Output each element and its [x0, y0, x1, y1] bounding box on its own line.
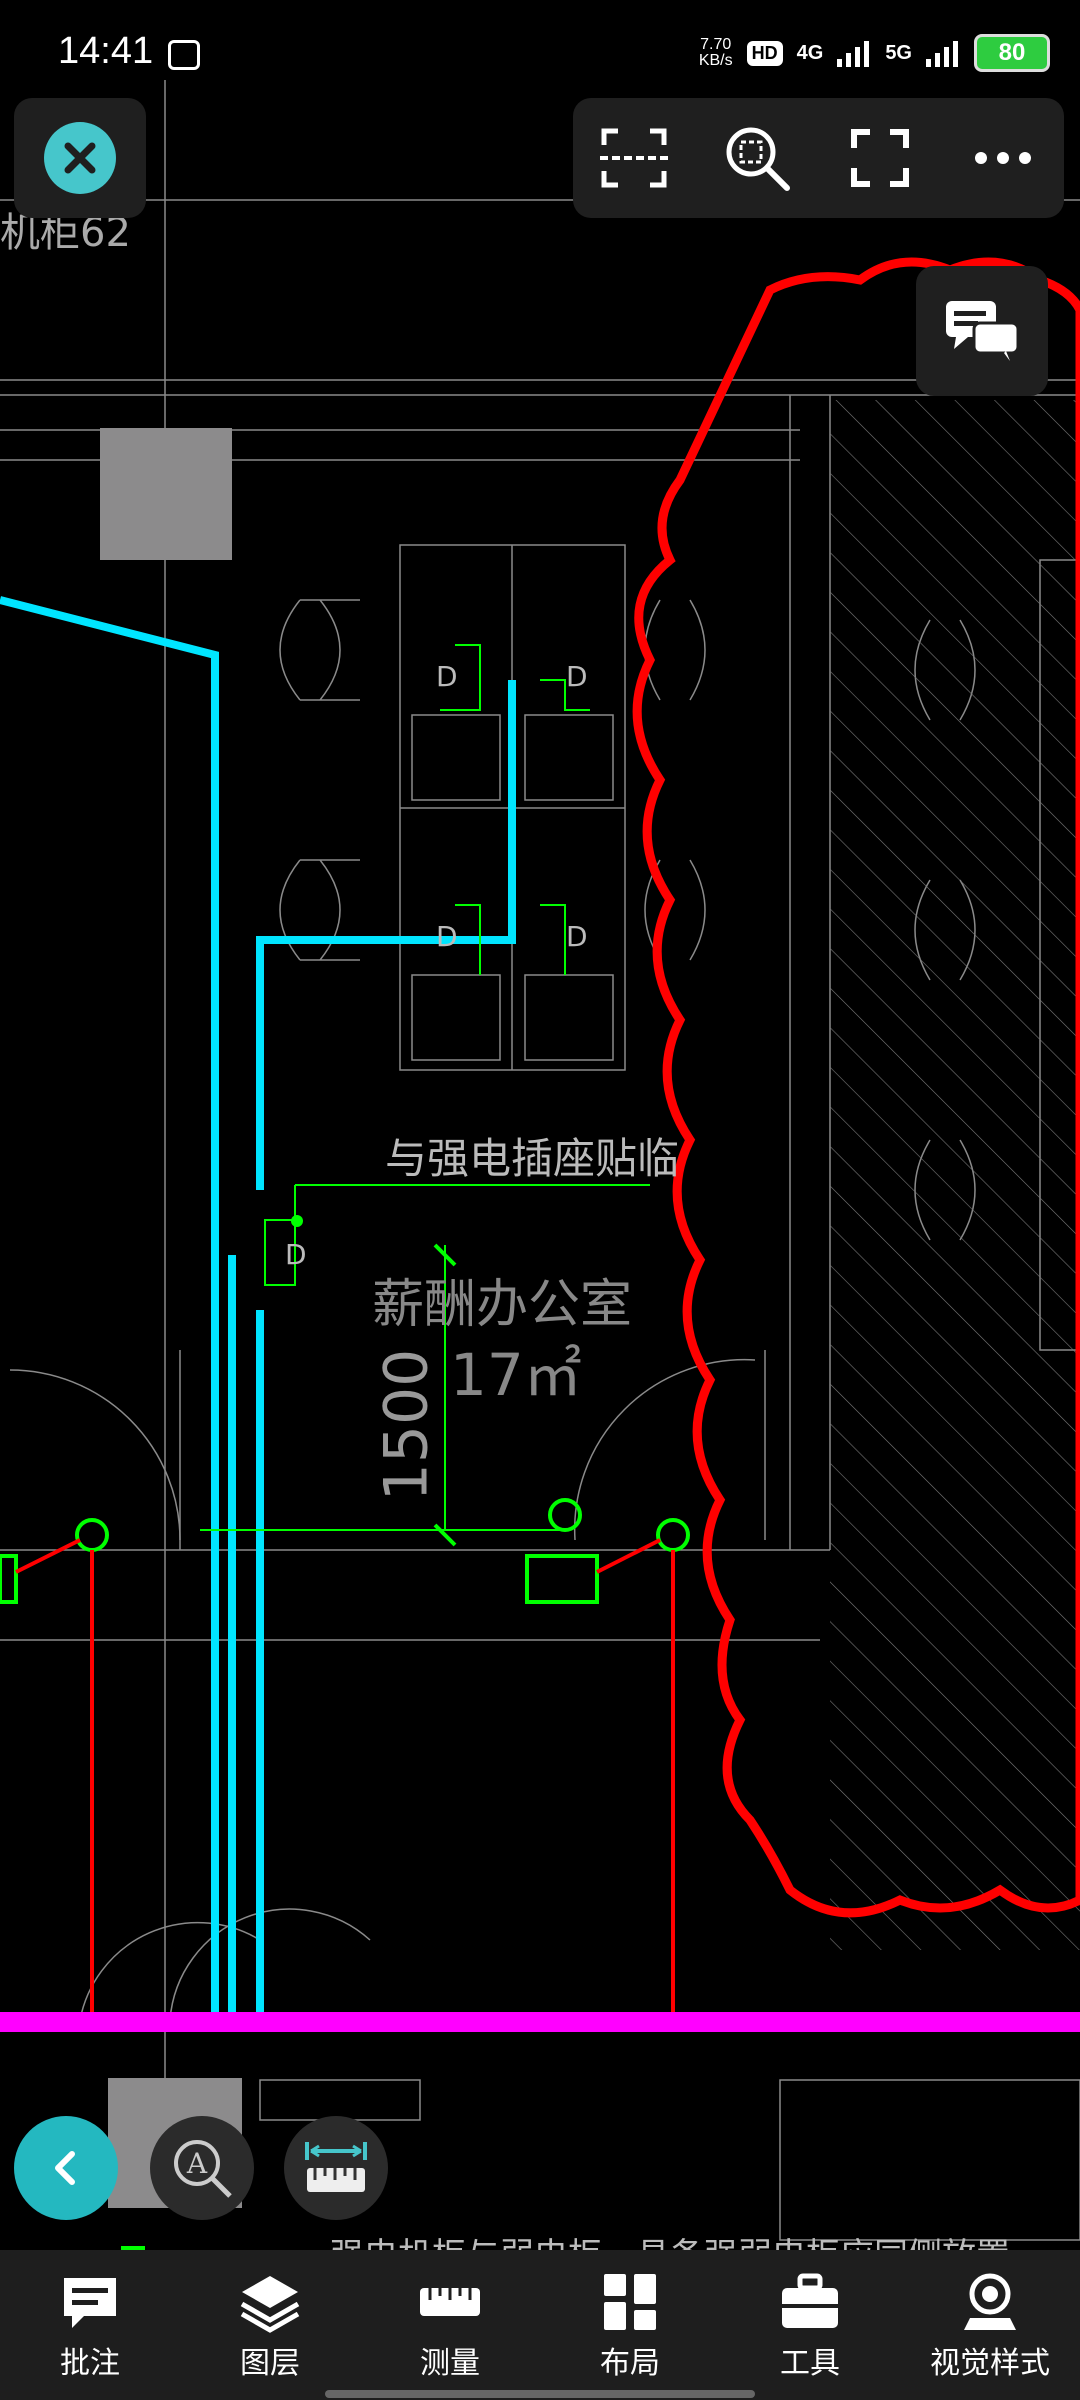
socket-mark-4: D: [566, 920, 588, 953]
signal-icon-2: [926, 41, 958, 67]
close-icon: [44, 122, 116, 194]
nav-layers-label: 图层: [240, 2346, 300, 2381]
drawing-room-name: 薪酬办公室: [372, 1275, 633, 1335]
sim2-signal: 5G: [885, 41, 912, 64]
nav-measure[interactable]: 测量: [360, 2250, 540, 2400]
net-speed-value: 7.70: [700, 36, 732, 53]
drawing-dimension: 1500: [371, 1348, 442, 1502]
drawing-note-socket: 与强电插座贴临: [385, 1134, 680, 1183]
ruler-icon: [420, 2288, 480, 2316]
bottom-nav: 批注 图层 测量 布局 工具 视觉样式: [0, 2250, 1080, 2400]
measure-distance-icon: [305, 2142, 367, 2192]
drawing-room-area: 17㎡: [450, 1341, 582, 1409]
fullscreen-icon: [850, 129, 909, 187]
nav-annotate-label: 批注: [60, 2346, 120, 2381]
sim1-signal: 4G: [796, 41, 824, 64]
comments-button[interactable]: [916, 266, 1048, 396]
status-bar: 14:41 7.70 KB/s HD 4G 5G 80: [0, 0, 1080, 100]
more-button[interactable]: [963, 118, 1043, 198]
text-search-icon: A: [174, 2140, 232, 2198]
svg-text:A: A: [186, 2147, 208, 2180]
nav-measure-label: 测量: [420, 2346, 480, 2381]
nav-tools-label: 工具: [780, 2346, 840, 2381]
comment-icon: [64, 2278, 116, 2328]
nav-layout-label: 布局: [600, 2346, 660, 2381]
zoom-region-icon: [726, 127, 791, 191]
zoom-region-button[interactable]: [717, 118, 797, 198]
hatched-area: [830, 400, 1080, 1950]
socket-mark-2: D: [566, 660, 588, 693]
top-toolbar: [573, 98, 1064, 218]
magenta-line: [0, 2012, 1080, 2032]
net-speed: 7.70 KB/s: [699, 37, 733, 69]
hd-badge: HD: [746, 40, 783, 66]
nav-annotate[interactable]: 批注: [0, 2250, 180, 2400]
battery-indicator: 80: [974, 34, 1050, 72]
socket-mark-5: D: [285, 1238, 307, 1271]
cabinet-block: [100, 428, 232, 560]
home-indicator[interactable]: [325, 2390, 755, 2398]
scan-area-icon: [600, 128, 669, 188]
measure-distance-button[interactable]: [284, 2116, 388, 2220]
nav-tools[interactable]: 工具: [720, 2250, 900, 2400]
signal-icon-1: [837, 41, 870, 67]
net-speed-unit: KB/s: [698, 52, 733, 69]
fullscreen-button[interactable]: [840, 118, 920, 198]
close-button[interactable]: [14, 98, 146, 218]
layout-icon: [604, 2274, 656, 2330]
chat-bubbles-icon: [946, 301, 1020, 361]
drawing-bottom-text: 强电机柜与弱电柜，具备强弱电柜应同侧放置: [330, 2228, 1010, 2250]
scan-area-button[interactable]: [594, 118, 674, 198]
socket-mark-1: D: [436, 660, 458, 693]
screen-record-icon: [168, 40, 200, 70]
text-search-button[interactable]: A: [150, 2116, 254, 2220]
layers-icon: [240, 2276, 300, 2333]
nav-layout[interactable]: 布局: [540, 2250, 720, 2400]
collapse-tools-button[interactable]: [14, 2116, 118, 2220]
revision-cloud[interactable]: [632, 257, 1080, 1918]
more-icon: [974, 152, 1031, 164]
toolbox-icon: [782, 2273, 838, 2328]
nav-layers[interactable]: 图层: [180, 2250, 360, 2400]
nav-visual-style-label: 视觉样式: [930, 2346, 1050, 2381]
status-time: 14:41: [58, 30, 154, 72]
chevron-left-icon: [55, 2151, 75, 2185]
visual-style-icon: [964, 2273, 1016, 2330]
nav-visual-style[interactable]: 视觉样式: [900, 2250, 1080, 2400]
socket-mark-3: D: [436, 920, 458, 953]
